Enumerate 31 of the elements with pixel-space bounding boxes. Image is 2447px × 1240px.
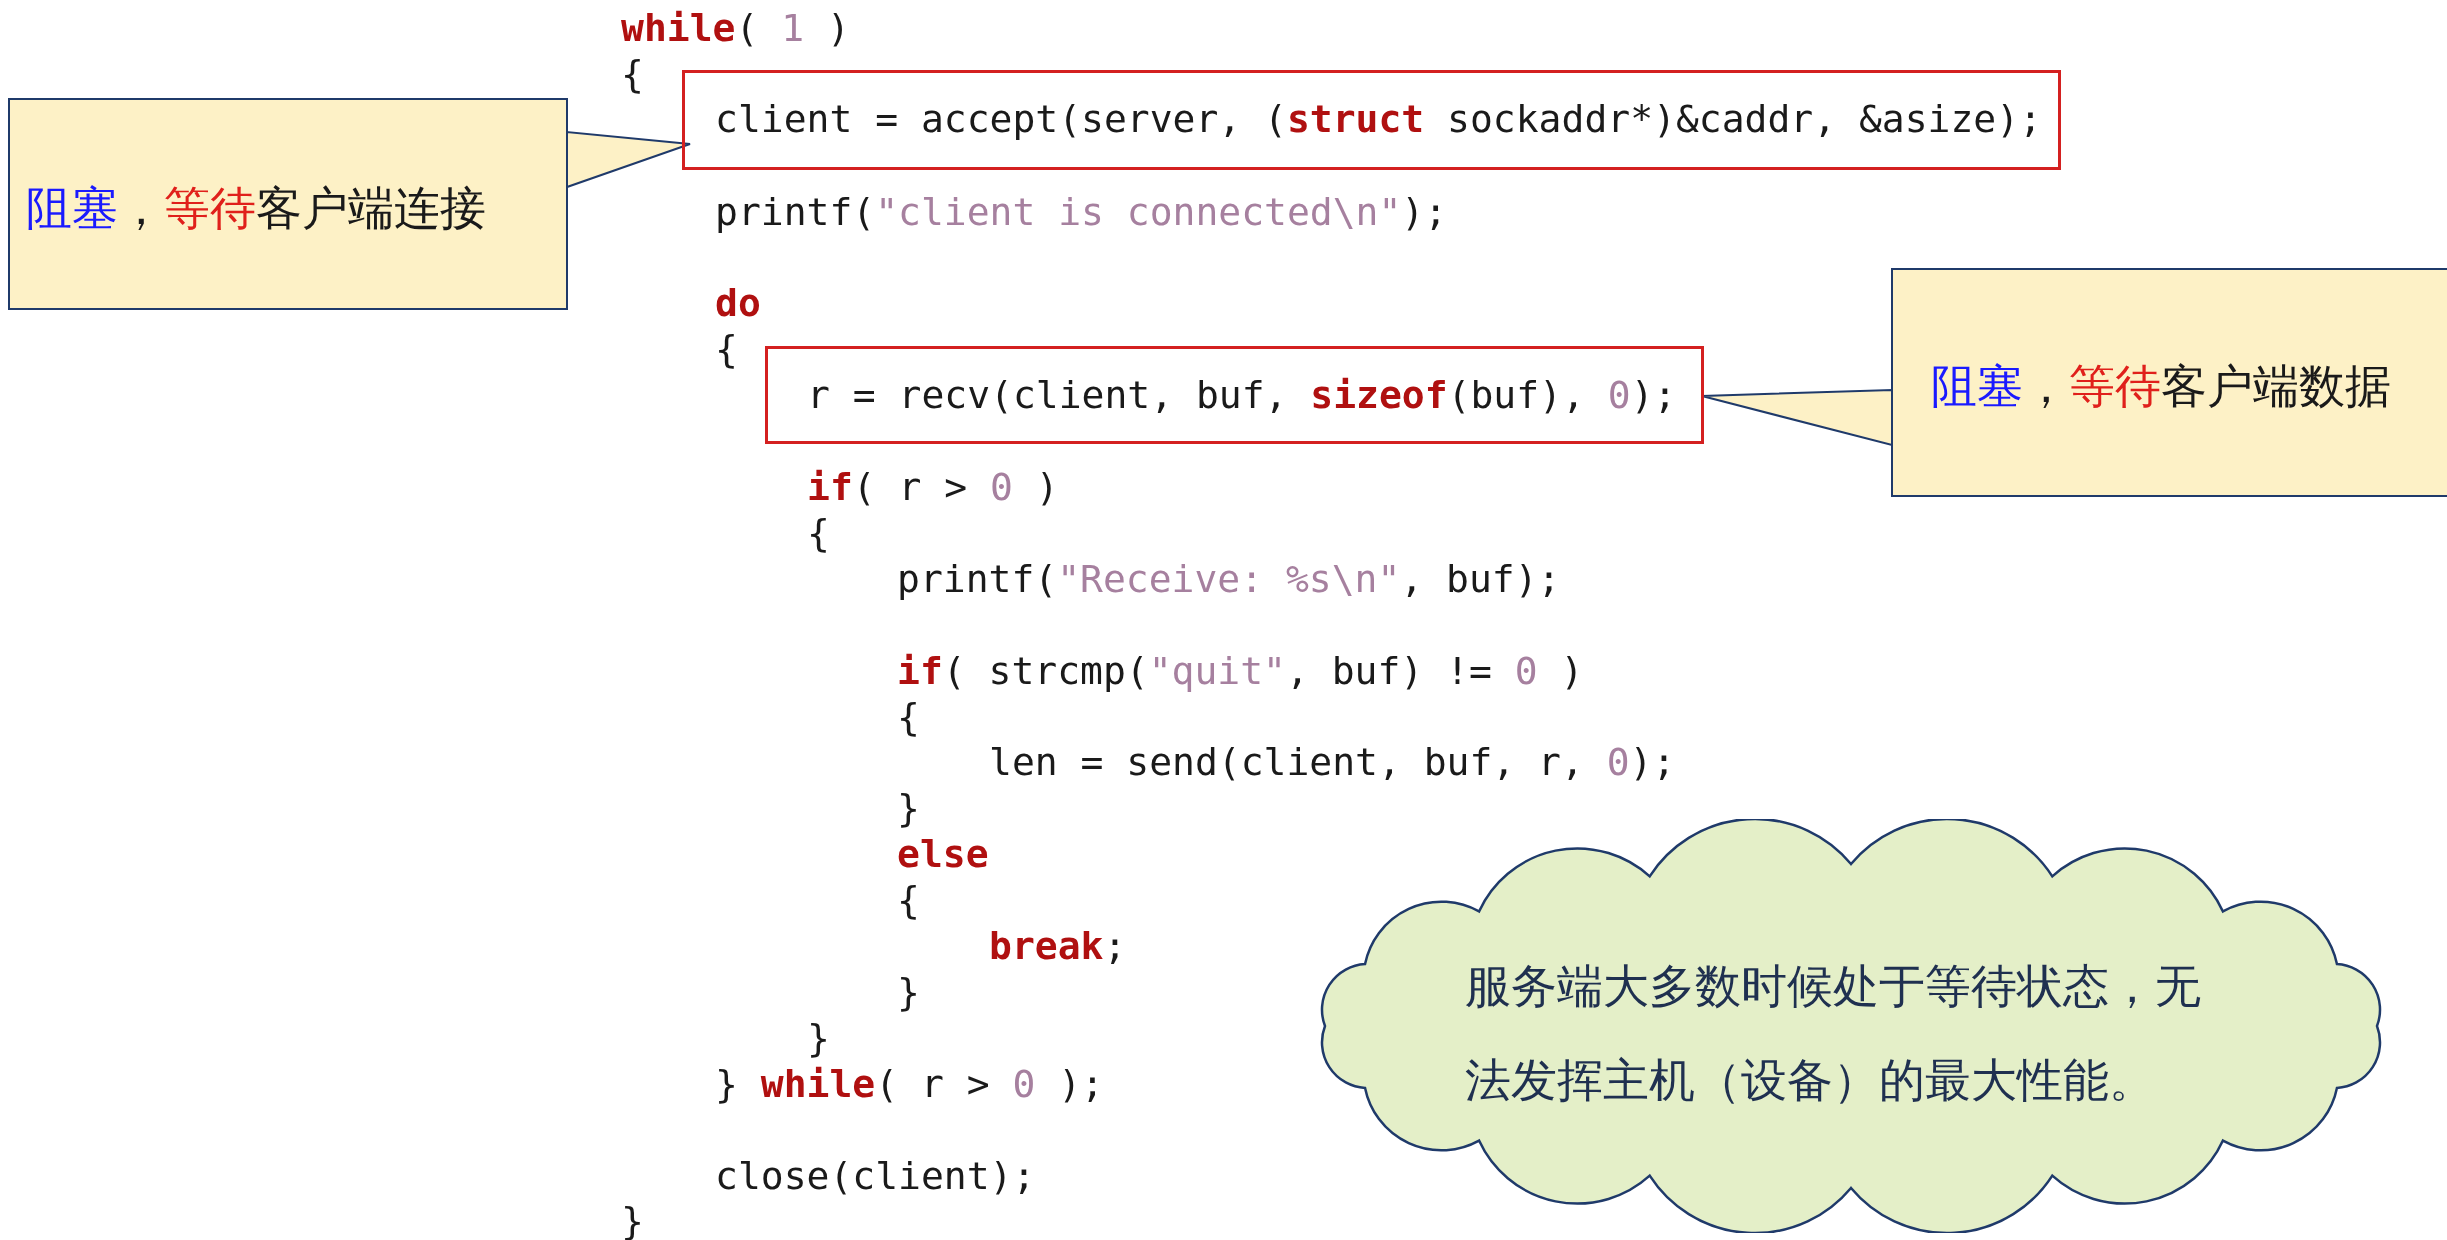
code-line: do: [715, 280, 761, 327]
callout-box: [8, 98, 568, 310]
code-line: {: [897, 693, 920, 740]
code-line: while( 1 ): [621, 5, 850, 51]
callout-text: 阻塞，等待客户端数据: [1931, 358, 2391, 415]
code-line: }: [807, 1014, 830, 1061]
code-line: if( strcmp("quit", buf) != 0 ): [897, 647, 1584, 694]
code-line: }: [897, 785, 920, 832]
code-line: }: [897, 968, 920, 1015]
code-line: r = recv(client, buf, sizeof(buf), 0);: [807, 372, 1677, 418]
code-line: {: [897, 877, 920, 924]
code-line: } while( r > 0 );: [715, 1060, 1104, 1107]
code-line: {: [621, 50, 644, 97]
callout-pointer: [1701, 388, 1893, 447]
callout-box: [1891, 268, 2447, 497]
highlight-box: [765, 346, 1704, 444]
code-line: else: [897, 831, 989, 878]
callout-text: 阻塞，等待客户端连接: [26, 180, 486, 237]
callout-pointer: [566, 130, 691, 189]
code-line: printf("Receive: %s\n", buf);: [897, 555, 1561, 602]
code-line: len = send(client, buf, r, 0);: [989, 739, 1676, 786]
cloud-text: 服务端大多数时候处于等待状态，无法发挥主机（设备）的最大性能。: [1465, 958, 2202, 1109]
code-line: client = accept(server, (struct sockaddr*)&caddr, &asize);: [715, 96, 2042, 142]
highlight-box: [682, 70, 2061, 170]
code-line: {: [715, 326, 738, 373]
code-line: {: [807, 509, 830, 556]
code-line: close(client);: [715, 1152, 1036, 1199]
code-line: break;: [989, 923, 1127, 969]
code-line: if( r > 0 ): [807, 464, 1059, 510]
code-line: printf("client is connected\n");: [715, 188, 1448, 235]
code-line: }: [621, 1198, 644, 1240]
